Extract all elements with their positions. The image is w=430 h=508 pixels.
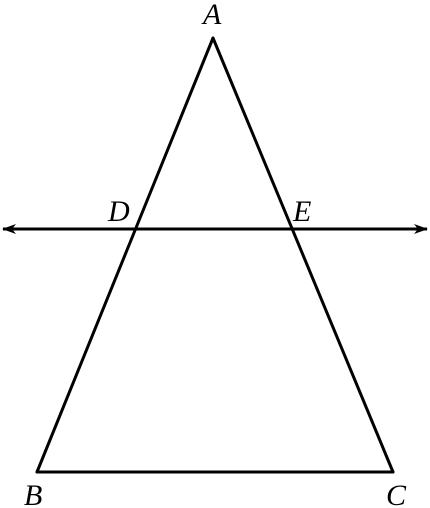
- segment-ac: [211, 36, 395, 474]
- label-point-a: A: [201, 0, 222, 31]
- label-point-d: D: [107, 195, 130, 228]
- label-point-b: B: [24, 479, 42, 508]
- segment-ab: [35, 36, 215, 474]
- label-point-e: E: [292, 195, 311, 228]
- label-point-c: C: [386, 479, 407, 508]
